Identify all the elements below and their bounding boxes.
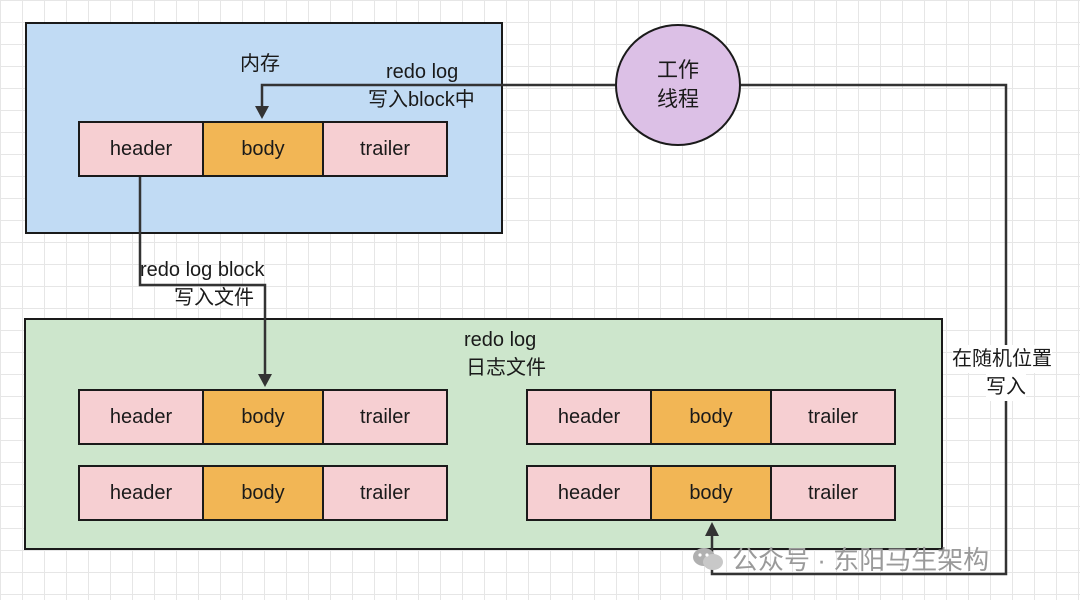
arrow-memory-to-file xyxy=(138,177,267,376)
label-redo-log-block: redo log block xyxy=(140,259,265,281)
watermark: 公众号 · 东阳马生架构 xyxy=(692,540,989,577)
wechat-icon xyxy=(693,547,723,570)
logfile-block: header body trailer xyxy=(78,389,448,445)
label-random-write: 写入 xyxy=(986,373,1026,401)
logfile-block: header body trailer xyxy=(78,465,448,521)
arrow-worker-random xyxy=(710,83,1008,576)
block-trailer: trailer xyxy=(324,391,446,443)
worker-label-line2: 线程 xyxy=(657,88,699,111)
block-body: body xyxy=(204,467,324,519)
memory-title: 内存 xyxy=(240,53,280,75)
block-trailer: trailer xyxy=(324,467,446,519)
logfile-block: header body trailer xyxy=(526,465,896,521)
block-trailer: trailer xyxy=(324,123,446,175)
block-body: body xyxy=(204,123,324,175)
block-header: header xyxy=(80,123,204,175)
block-body: body xyxy=(204,391,324,443)
logfile-title-line1: redo log xyxy=(464,329,537,351)
label-redo-log: redo log xyxy=(386,61,459,83)
logfile-block: header body trailer xyxy=(526,389,896,445)
arrowhead-memory xyxy=(255,106,269,119)
block-header: header xyxy=(528,391,652,443)
worker-label-line1: 工作 xyxy=(657,59,699,82)
logfile-title-line2: 日志文件 xyxy=(466,357,546,379)
worker-thread-node: 工作 线程 xyxy=(615,24,741,146)
block-trailer: trailer xyxy=(772,467,894,519)
block-header: header xyxy=(80,467,204,519)
memory-block: header body trailer xyxy=(78,121,448,177)
arrowhead-random xyxy=(705,522,719,536)
label-write-to-block: 写入block中 xyxy=(368,89,475,111)
block-header: header xyxy=(80,391,204,443)
arrowhead-file xyxy=(258,374,272,387)
block-trailer: trailer xyxy=(772,391,894,443)
block-header: header xyxy=(528,467,652,519)
label-write-to-file: 写入文件 xyxy=(174,287,254,309)
block-body: body xyxy=(652,467,772,519)
label-random-position: 在随机位置 xyxy=(952,345,1052,373)
arrow-worker-to-memory xyxy=(260,83,615,108)
block-body: body xyxy=(652,391,772,443)
watermark-text: 公众号 · 东阳马生架构 xyxy=(732,545,990,575)
